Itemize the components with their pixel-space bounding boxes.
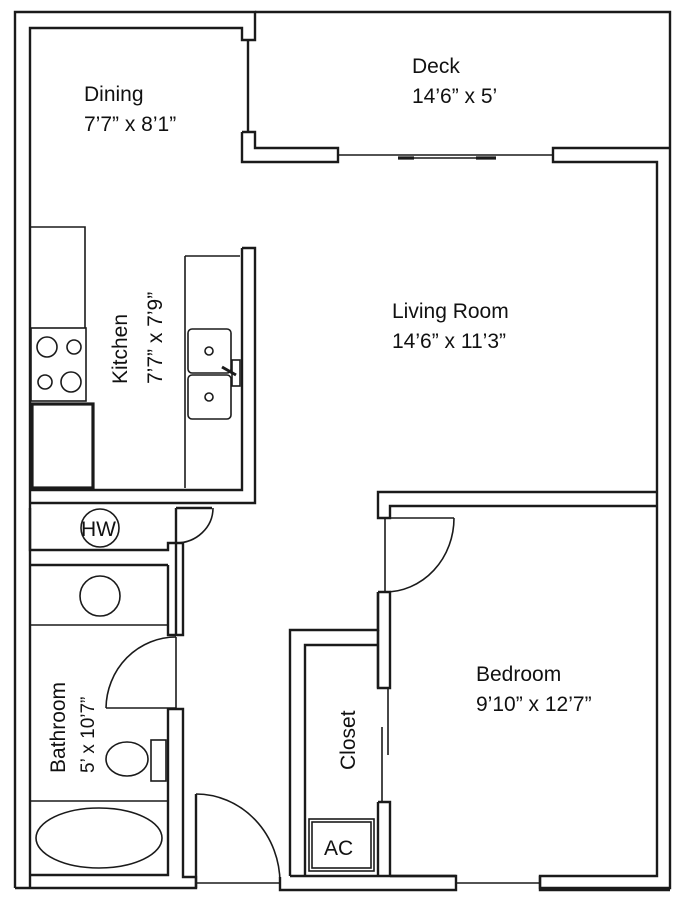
bathroom-door[interactable] <box>105 636 177 709</box>
interior-walls <box>288 490 670 892</box>
ac-label: AC <box>324 837 353 860</box>
exterior-walls <box>13 10 672 890</box>
deck-label: Deck <box>412 55 460 78</box>
toilet-icon <box>105 739 167 782</box>
dining-dims: 7’7” x 8’1” <box>84 113 176 136</box>
deck-dims: 14’6” x 5’ <box>412 85 497 108</box>
stove-icon <box>30 327 87 402</box>
water-heater-label: HW <box>81 518 116 541</box>
hw-closet-door[interactable] <box>175 507 214 544</box>
bedroom-door[interactable] <box>384 517 455 593</box>
kitchen-dims: 7’7” x 7’9” <box>144 292 167 384</box>
dining-label: Dining <box>84 83 144 106</box>
living-room-dims: 14’6” x 11’3” <box>392 330 506 353</box>
closet-sliding-doors[interactable] <box>381 688 389 802</box>
entry-door[interactable] <box>194 793 458 892</box>
bedroom-dims: 9’10” x 12’7” <box>476 693 592 716</box>
kitchen-counters <box>30 226 240 488</box>
left-walls <box>15 246 257 890</box>
bathroom-dims: 5’ x 10’7” <box>78 697 99 773</box>
bedroom-label: Bedroom <box>476 663 561 686</box>
water-heater-icon <box>80 508 120 548</box>
bathroom-label: Bathroom <box>47 682 70 773</box>
kitchen-label: Kitchen <box>109 314 132 384</box>
living-room-label: Living Room <box>392 300 509 323</box>
sink-basin-icon <box>30 575 168 626</box>
refrigerator-icon <box>30 402 95 490</box>
ac-unit-icon <box>308 818 375 872</box>
closet-label: Closet <box>337 710 360 770</box>
bathtub-icon <box>30 800 168 869</box>
sink-icon <box>187 328 241 420</box>
